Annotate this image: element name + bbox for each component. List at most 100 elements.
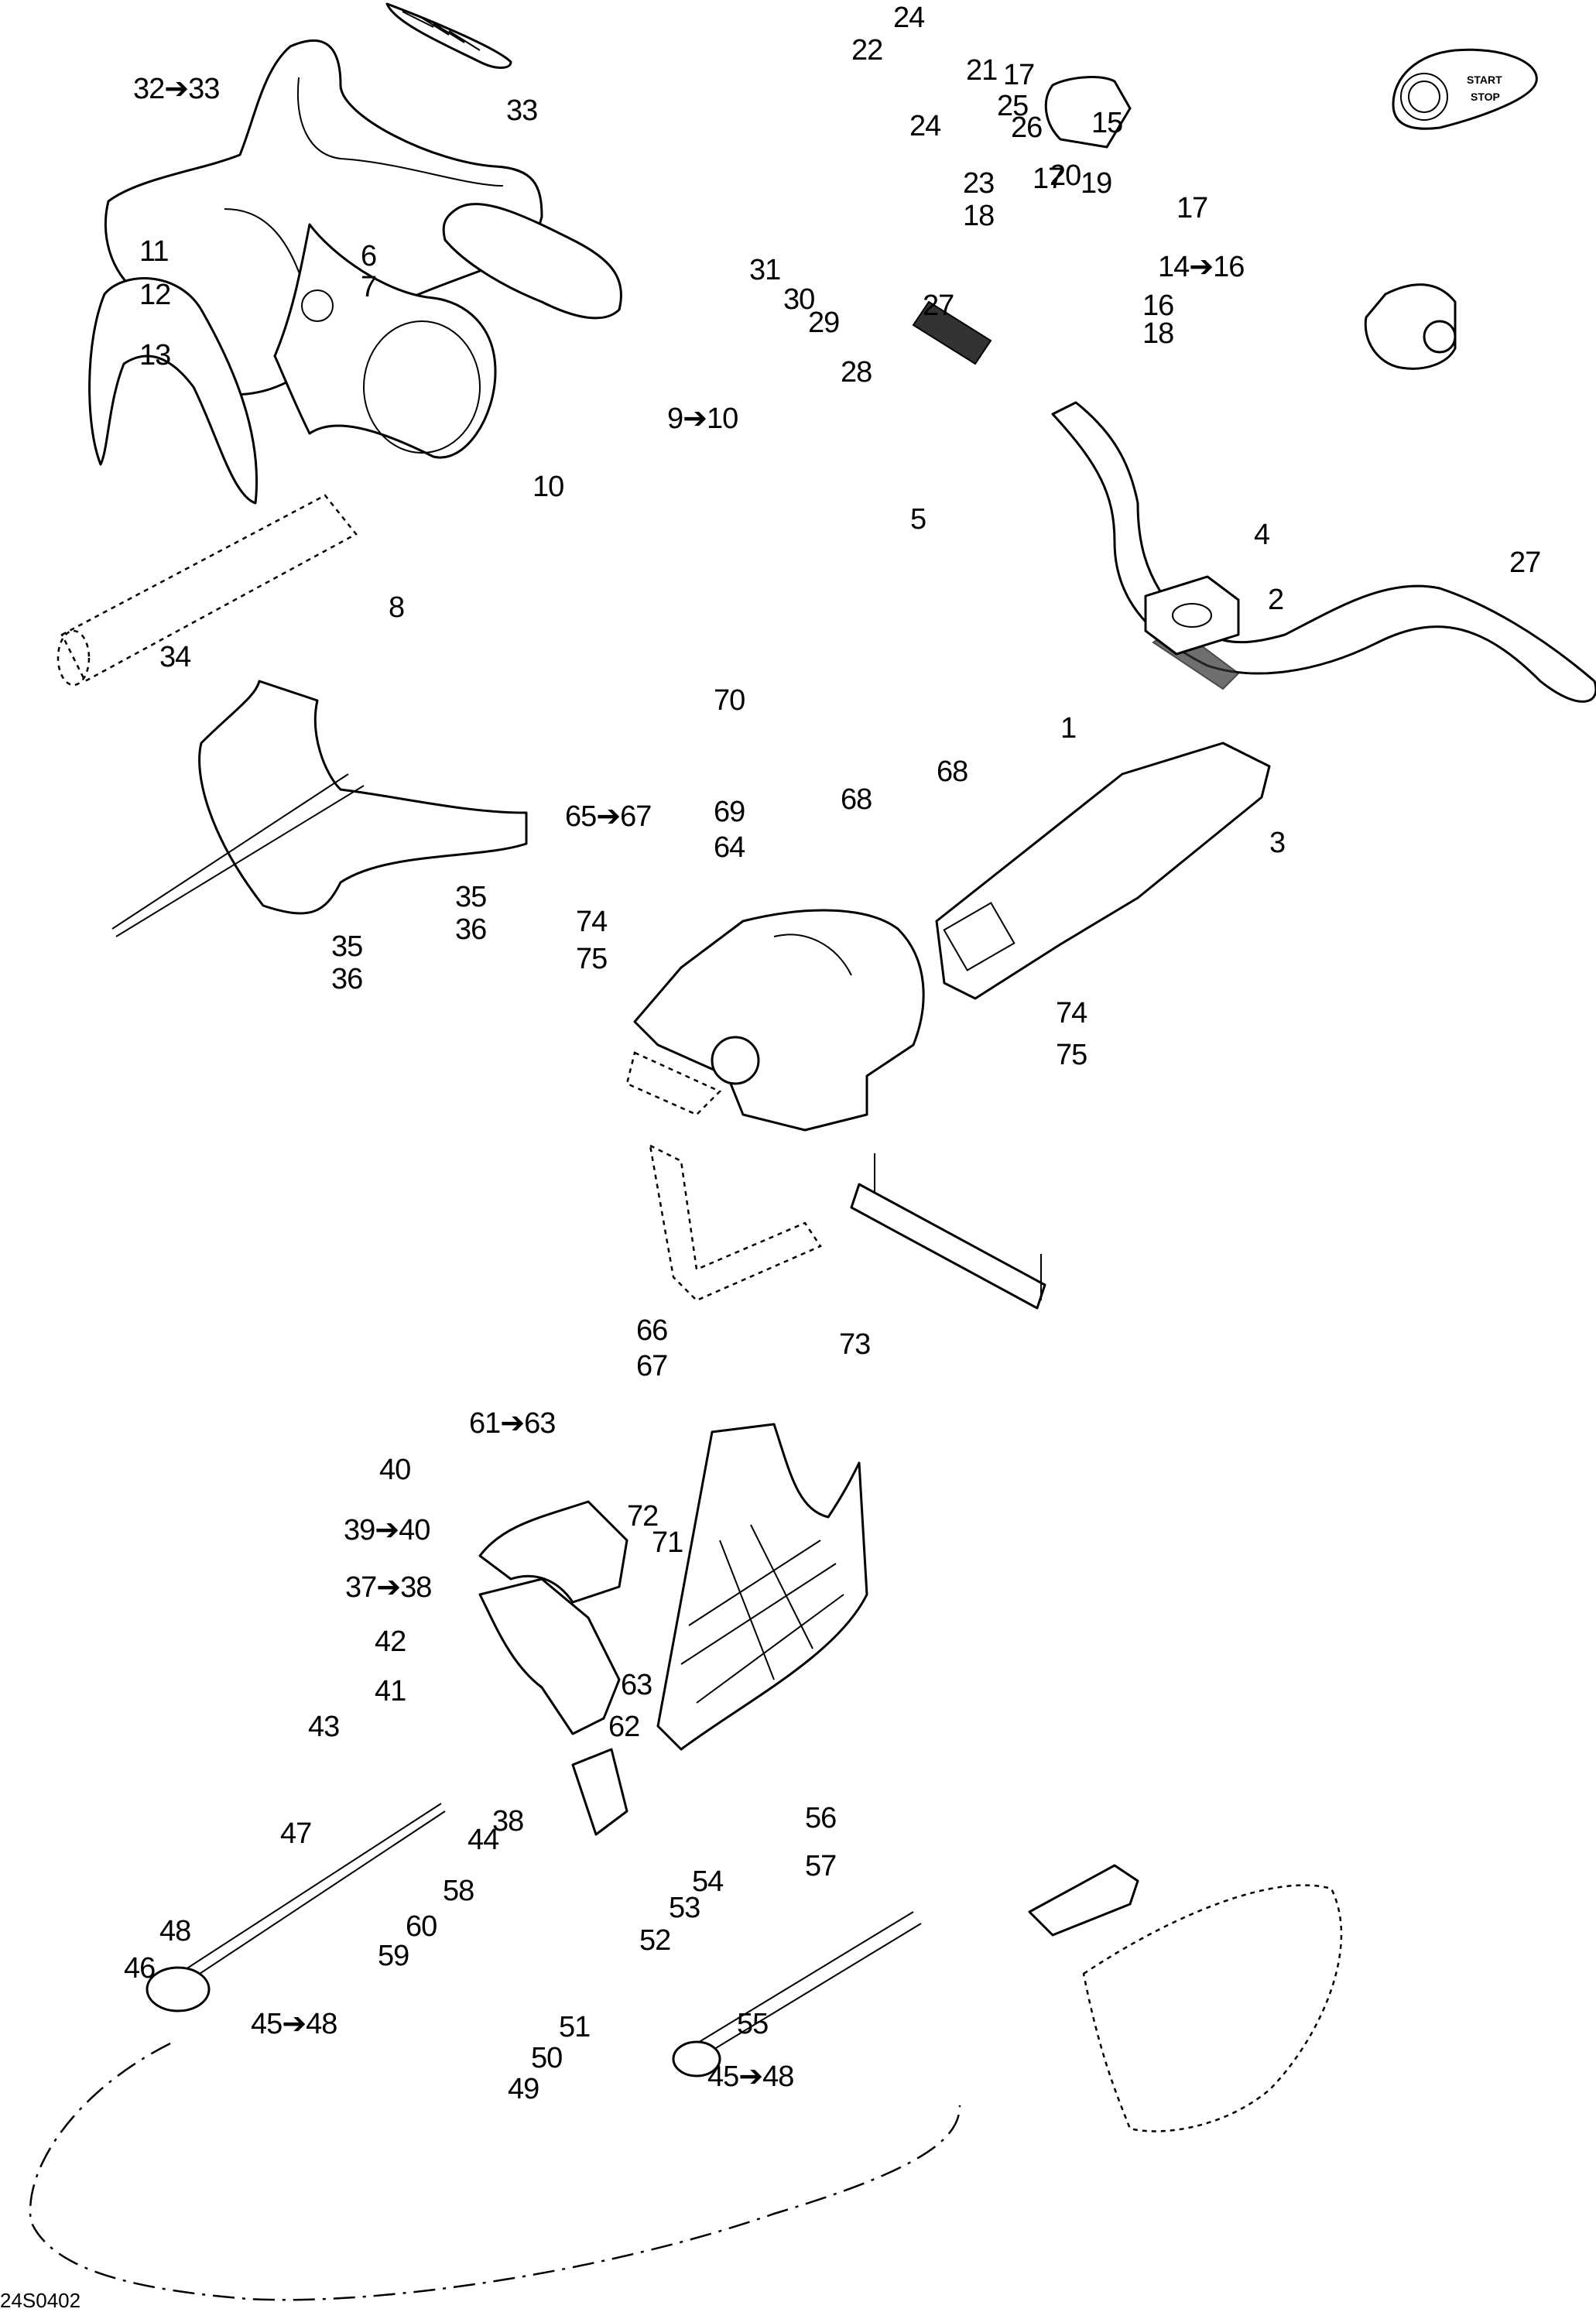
lever-58 (571, 1748, 628, 1836)
steering-cover-34 (111, 680, 528, 937)
steering-cable (29, 1803, 961, 2301)
callout-18a: 18 (963, 200, 995, 232)
callout-75b: 75 (1056, 1039, 1087, 1071)
throttle-housing-21 (1044, 76, 1132, 149)
callout-49: 49 (508, 2073, 539, 2105)
callout-61-63: 61➔63 (469, 1407, 556, 1440)
callout-17b: 17 (1033, 163, 1064, 195)
callout-71: 71 (652, 1526, 683, 1559)
badge-stop-text: STOP (1471, 91, 1500, 103)
callout-64: 64 (714, 831, 745, 864)
callout-69: 69 (714, 796, 745, 828)
callout-4: 4 (1254, 519, 1270, 551)
callout-75a: 75 (576, 943, 608, 975)
callout-50: 50 (531, 2042, 563, 2074)
callout-18b: 18 (1142, 317, 1174, 350)
callout-24a: 24 (893, 2, 925, 34)
callout-53: 53 (669, 1892, 700, 1924)
left-grip-assembly (57, 494, 358, 687)
callout-12: 12 (139, 279, 171, 311)
callout-74a: 74 (576, 906, 608, 938)
callout-65-67: 65➔67 (565, 800, 652, 833)
callout-27a: 27 (923, 289, 954, 322)
callout-74b: 74 (1056, 997, 1087, 1029)
callout-14-16: 14➔16 (1158, 251, 1245, 283)
callout-54: 54 (692, 1865, 724, 1898)
steering-column-1 (935, 742, 1271, 1000)
callout-70: 70 (714, 684, 745, 717)
callout-24b: 24 (909, 110, 941, 142)
callout-68a: 68 (937, 755, 968, 788)
callout-36b: 36 (455, 913, 487, 946)
cover-vent-grille (385, 2, 512, 69)
callout-38: 38 (492, 1805, 524, 1838)
riser-clamp-2 (1144, 575, 1240, 656)
callout-59: 59 (378, 1940, 409, 1972)
callout-2: 2 (1268, 584, 1284, 616)
callout-48: 48 (159, 1915, 191, 1947)
callout-63: 63 (621, 1669, 652, 1701)
callout-7: 7 (361, 271, 377, 303)
callout-45-48b: 45➔48 (707, 2060, 794, 2093)
callout-29: 29 (808, 307, 840, 339)
callout-23: 23 (963, 167, 995, 200)
callout-31: 31 (749, 254, 781, 286)
start-stop-badge: START STOP (1392, 48, 1538, 130)
callout-16: 16 (1142, 289, 1174, 322)
callout-20: 20 (1050, 159, 1081, 192)
callout-17c: 17 (1176, 192, 1208, 224)
callout-26: 26 (1011, 111, 1043, 144)
callout-60: 60 (406, 1910, 437, 1943)
callout-15: 15 (1091, 107, 1123, 139)
callout-11: 11 (139, 235, 169, 268)
callout-37-38: 37➔38 (345, 1571, 432, 1604)
callout-10: 10 (533, 471, 564, 503)
callout-9-10: 9➔10 (667, 402, 738, 435)
instrument-housing (273, 223, 497, 459)
nozzle-bracket (1028, 1864, 1343, 2132)
callout-34: 34 (159, 641, 191, 673)
display-pad (442, 203, 622, 320)
callout-35a: 35 (331, 930, 363, 963)
badge-start-text: START (1467, 74, 1502, 86)
callout-66: 66 (636, 1314, 668, 1347)
grip-28 (912, 300, 992, 365)
switch-housing-14 (1364, 283, 1457, 370)
callout-40: 40 (379, 1454, 411, 1486)
callout-6: 6 (361, 240, 377, 272)
callout-25: 25 (997, 90, 1029, 122)
callout-44: 44 (467, 1824, 499, 1856)
callout-17a: 17 (1003, 59, 1035, 91)
callout-39-40: 39➔40 (344, 1514, 430, 1547)
steering-housing (633, 909, 925, 1132)
callout-51: 51 (559, 2011, 591, 2043)
callout-33: 33 (506, 94, 538, 127)
front-fairing-13 (88, 277, 259, 505)
callout-8: 8 (389, 591, 405, 624)
callout-55: 55 (737, 2008, 769, 2040)
callout-67: 67 (636, 1350, 668, 1382)
diagram-reference-code: 24S0402 (0, 2289, 81, 2312)
callout-68b: 68 (841, 783, 872, 816)
callout-21: 21 (966, 54, 998, 87)
callout-27b: 27 (1509, 546, 1541, 579)
callout-45-48a: 45➔48 (251, 2008, 337, 2040)
column-support-61 (656, 1423, 868, 1751)
callout-43: 43 (308, 1711, 340, 1743)
callout-73: 73 (839, 1328, 871, 1361)
callout-19: 19 (1081, 167, 1112, 200)
callout-58: 58 (443, 1875, 474, 1907)
callout-5: 5 (910, 503, 926, 536)
callout-57: 57 (805, 1850, 837, 1882)
callout-1: 1 (1060, 712, 1077, 745)
callout-13: 13 (139, 339, 171, 372)
callout-36a: 36 (331, 963, 363, 995)
callout-41: 41 (375, 1675, 406, 1708)
callout-62: 62 (608, 1711, 640, 1743)
bearing-block-37 (478, 1577, 621, 1735)
callout-42: 42 (375, 1625, 406, 1658)
callout-30: 30 (783, 283, 815, 316)
callout-28: 28 (841, 356, 872, 389)
callout-3: 3 (1269, 827, 1286, 859)
